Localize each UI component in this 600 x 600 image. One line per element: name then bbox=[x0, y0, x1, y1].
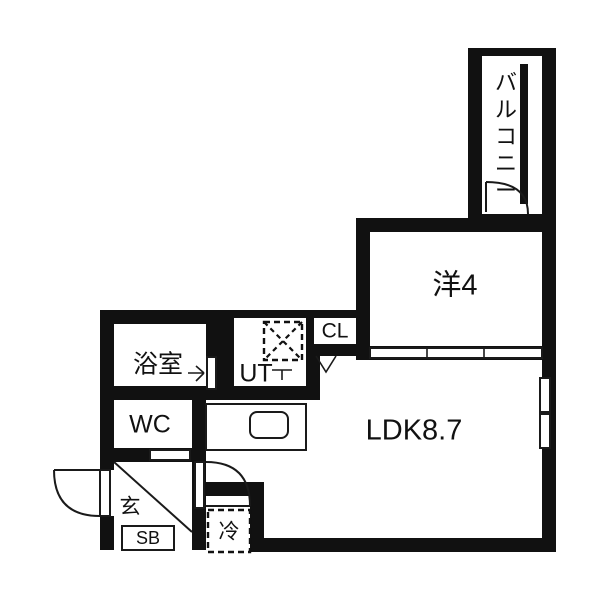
unit-interior-floor bbox=[114, 232, 542, 538]
ldk-window-upper[interactable] bbox=[539, 377, 551, 413]
utility-area: UT bbox=[220, 310, 320, 400]
balcony-right-rail bbox=[528, 62, 542, 212]
bathroom-door-arrow-icon bbox=[188, 365, 205, 382]
closet-floor bbox=[314, 318, 356, 344]
toilet-top-wall bbox=[100, 386, 206, 400]
ldk-area: LDK8.7 bbox=[366, 377, 551, 449]
washer-pan-icon bbox=[262, 320, 304, 362]
balcony-char-3: ニ bbox=[495, 151, 517, 176]
western-room-area: 洋4 bbox=[356, 218, 543, 360]
sink-icon bbox=[249, 411, 289, 439]
balcony-char-2: コ bbox=[495, 124, 517, 149]
refrigerator-area: 冷 bbox=[206, 508, 252, 554]
entrance-door-leaf[interactable] bbox=[99, 469, 111, 517]
balcony-char-4: ー bbox=[495, 178, 517, 203]
hall-door-leaf[interactable] bbox=[194, 461, 205, 509]
balcony-top-rail bbox=[482, 56, 542, 64]
closet-area: CL bbox=[306, 310, 364, 374]
balcony-door-arc bbox=[485, 181, 529, 215]
balcony-char-1: ル bbox=[495, 97, 517, 122]
balcony-char-0: バ bbox=[495, 70, 517, 95]
closet-label: CL bbox=[322, 320, 349, 343]
refrigerator-label: 冷 bbox=[219, 521, 240, 544]
toilet-door[interactable] bbox=[149, 449, 191, 461]
closet-folding-door-icon[interactable] bbox=[315, 355, 337, 374]
utility-left-wall bbox=[220, 310, 234, 390]
main-structure bbox=[100, 218, 556, 552]
kitchen-counter bbox=[205, 403, 307, 451]
bathroom-floor bbox=[114, 324, 206, 386]
western-room-label: 洋4 bbox=[432, 269, 477, 302]
shoe-box-outline bbox=[121, 525, 175, 551]
bathroom-door-leaf[interactable] bbox=[206, 356, 217, 390]
shoe-box-label: SB bbox=[136, 528, 160, 548]
toilet-right-wall bbox=[192, 386, 206, 462]
utility-label: UT bbox=[239, 360, 272, 388]
ldk-window-lower[interactable] bbox=[539, 413, 551, 449]
bathroom-top-wall bbox=[100, 310, 220, 324]
ldk-label: LDK8.7 bbox=[366, 415, 463, 447]
entrance-area: 玄 SB bbox=[53, 448, 206, 551]
hall-door-area bbox=[192, 448, 251, 509]
toilet-area: WC bbox=[100, 386, 206, 462]
hall-door-jamb-top bbox=[192, 448, 206, 462]
entrance-door-arc bbox=[53, 469, 101, 517]
balcony-bottom-rail bbox=[482, 204, 542, 214]
kitchen-area bbox=[205, 403, 307, 451]
entrance-step-diagonal bbox=[113, 461, 193, 533]
toilet-floor bbox=[114, 400, 192, 448]
refrigerator-icon bbox=[206, 508, 252, 554]
room-partition-door[interactable] bbox=[369, 347, 543, 359]
utility-bottom-wall bbox=[220, 386, 320, 400]
entrance-label: 玄 bbox=[120, 496, 141, 519]
toilet-label: WC bbox=[129, 411, 171, 439]
bathroom-label: 浴室 bbox=[133, 351, 183, 379]
hall-door-arc bbox=[205, 461, 251, 507]
